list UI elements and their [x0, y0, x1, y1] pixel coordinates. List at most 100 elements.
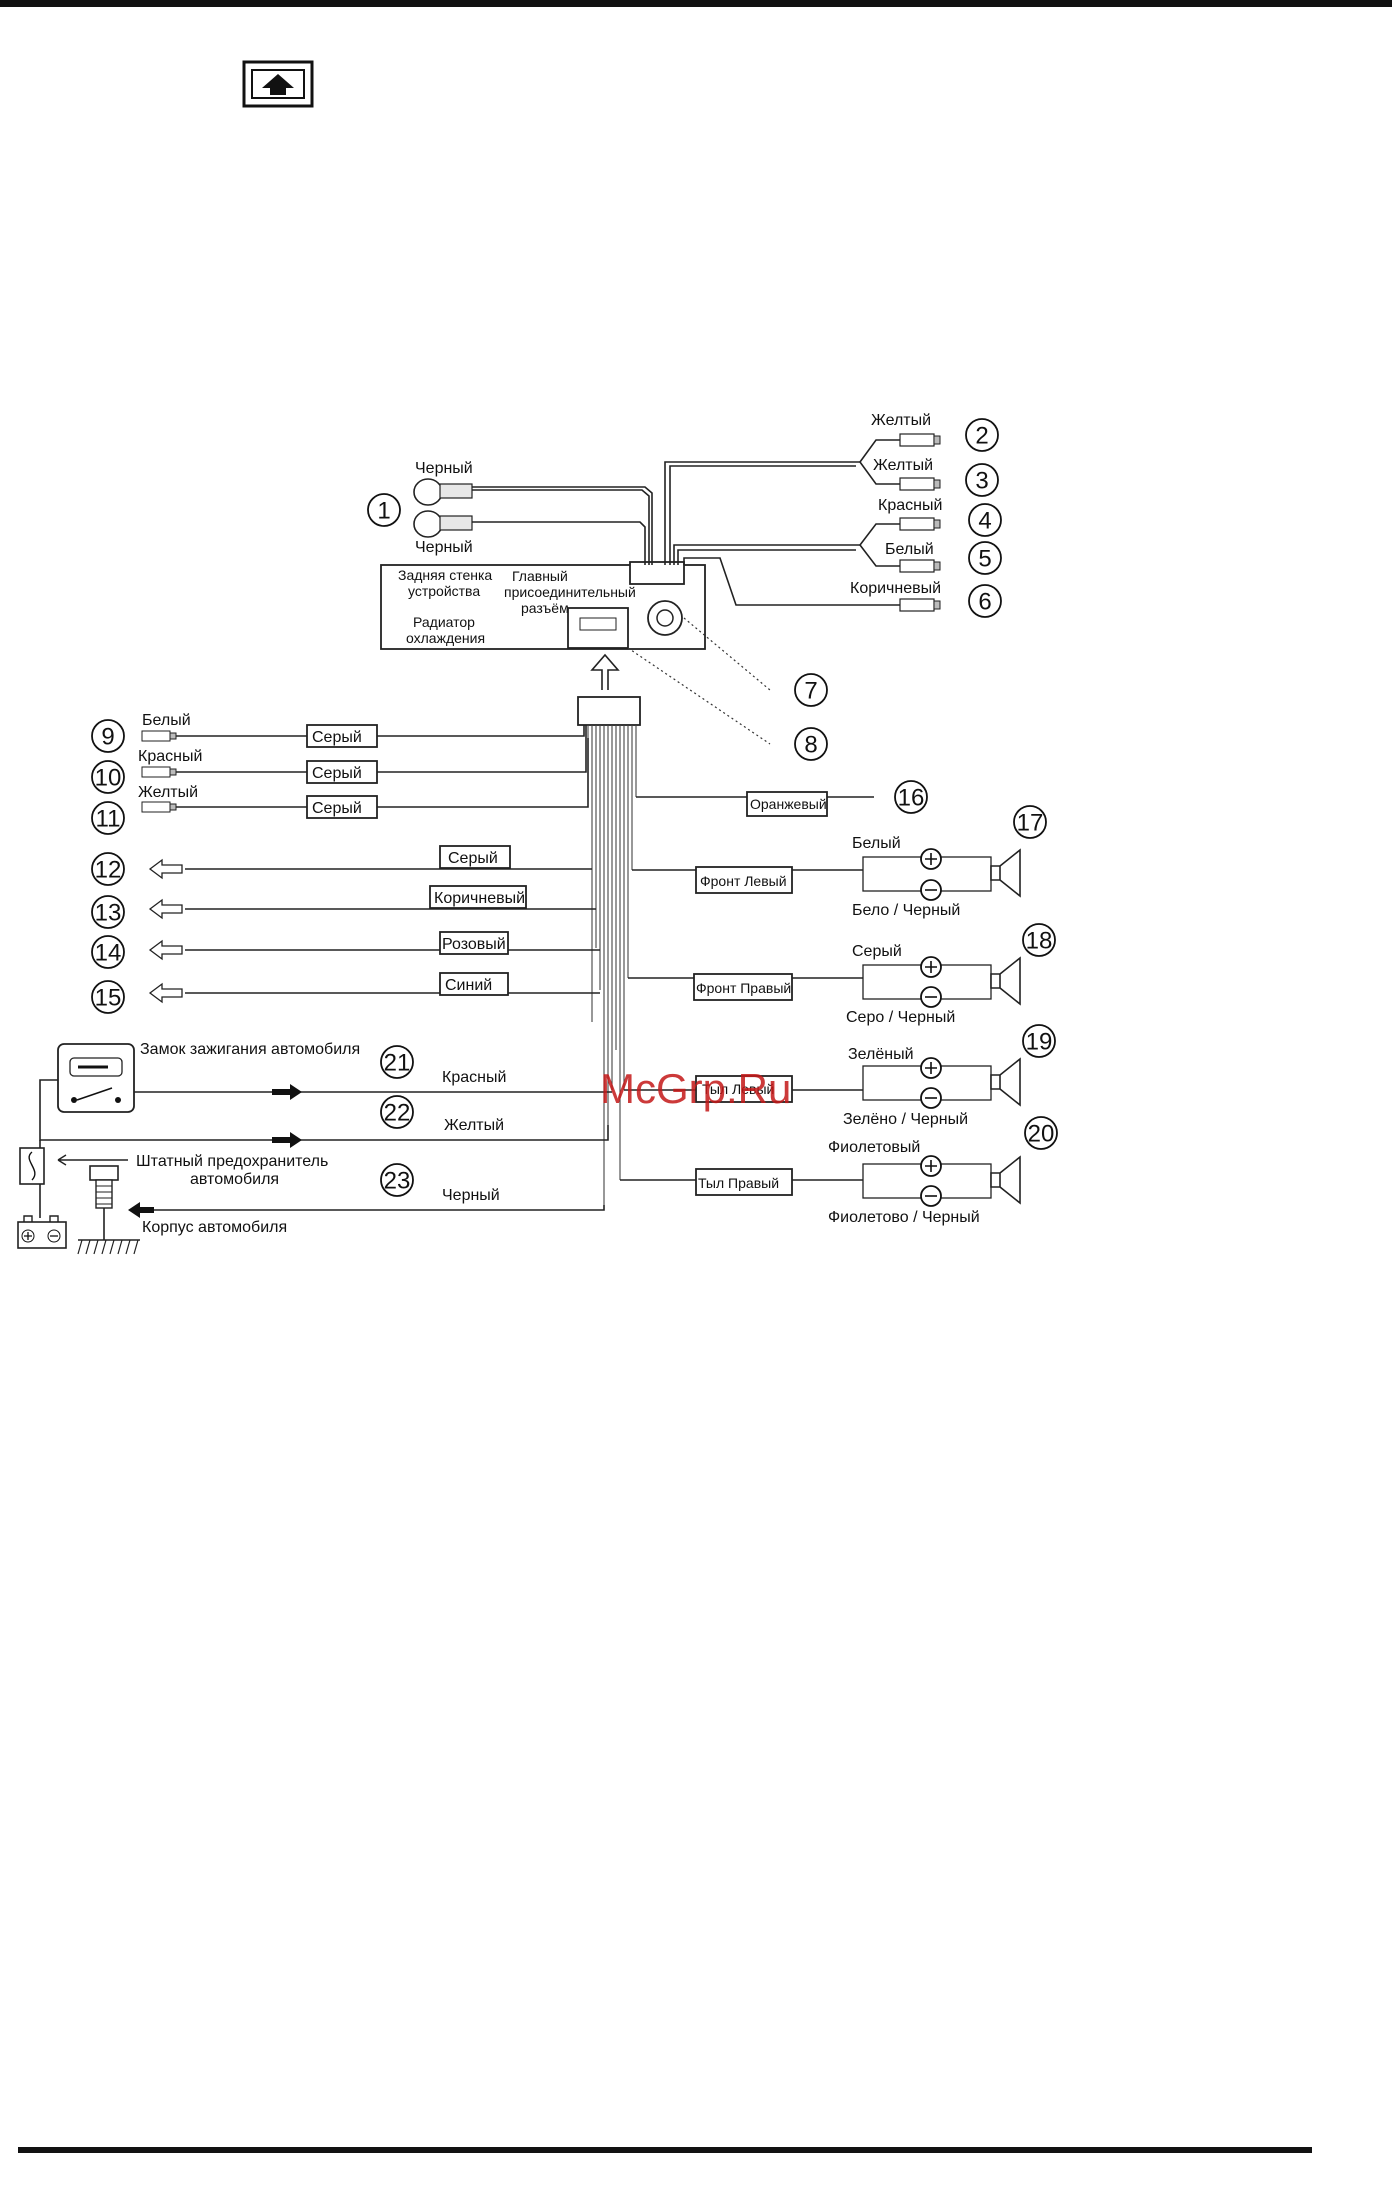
heatsink-label-1: Радиатор	[413, 614, 475, 630]
c6-label: Коричневый	[850, 580, 941, 597]
speaker-fl-minus: Бело / Черный	[852, 902, 960, 919]
svg-text:16: 16	[898, 785, 925, 812]
speaker-wires	[620, 866, 863, 1196]
c4-label: Красный	[878, 497, 942, 514]
svg-text:19: 19	[1026, 1029, 1053, 1056]
sub-cables	[472, 439, 900, 606]
speaker-fr-label: Фронт Правый	[696, 980, 791, 996]
svg-text:5: 5	[978, 546, 991, 573]
callout-6	[968, 584, 1002, 618]
rca-input-9-color: Белый	[142, 712, 191, 729]
speaker-fr-minus: Серо / Черный	[846, 1009, 955, 1026]
callout-14	[91, 935, 125, 969]
main-connector-label-2: присоединительный	[504, 584, 636, 600]
heatsink-label-2: охлаждения	[406, 630, 485, 646]
output-12-label: Серый	[448, 850, 498, 867]
speaker-fl-label: Фронт Левый	[700, 873, 787, 889]
svg-text:15: 15	[95, 985, 122, 1012]
fuse-symbol	[19, 1147, 128, 1185]
callout-23	[380, 1163, 414, 1197]
svg-text:8: 8	[804, 732, 817, 759]
harness-bundle	[587, 725, 637, 1205]
c3-label: Желтый	[873, 457, 933, 474]
rca-input-10-wire: Серый	[312, 765, 362, 782]
callout-17	[1013, 805, 1047, 839]
svg-text:4: 4	[978, 508, 991, 535]
callout-13	[91, 895, 125, 929]
speaker-fl-plus: Белый	[852, 835, 901, 852]
orange-wire-label: Оранжевый	[750, 796, 827, 812]
speaker-rl	[862, 1057, 1021, 1109]
rear-panel-label-1: Задняя стенка	[398, 567, 492, 583]
callout-7	[794, 673, 828, 707]
callout-11	[91, 801, 125, 835]
connector-1-bottom	[413, 510, 473, 538]
svg-text:23: 23	[384, 1168, 411, 1195]
c1-bottom-label: Черный	[415, 539, 473, 556]
callout-19	[1022, 1024, 1056, 1058]
callout-2	[965, 418, 999, 452]
power-red-label: Красный	[442, 1069, 506, 1086]
orange-wire-box	[746, 791, 828, 817]
output-15-label: Синий	[445, 977, 492, 994]
callout-1	[367, 493, 401, 527]
output-13-label: Коричневый	[434, 890, 525, 907]
speaker-rr-minus: Фиолетово / Черный	[828, 1209, 980, 1226]
svg-text:3: 3	[975, 468, 988, 495]
harness-connector	[577, 696, 641, 726]
battery-symbol	[17, 1215, 67, 1249]
up-arrow-icon[interactable]	[242, 60, 314, 108]
svg-text:21: 21	[384, 1050, 411, 1077]
svg-text:20: 20	[1028, 1121, 1055, 1148]
bottom-rule	[18, 2147, 1312, 2153]
callout-21	[380, 1045, 414, 1079]
svg-text:2: 2	[975, 423, 988, 450]
callout-10	[91, 760, 125, 794]
output-14-label: Розовый	[442, 936, 506, 953]
speaker-rl-minus: Зелёно / Черный	[843, 1111, 968, 1128]
ignition-switch	[57, 1043, 135, 1113]
callout-12	[91, 852, 125, 886]
power-black-label: Черный	[442, 1187, 500, 1204]
c1-top-label: Черный	[415, 460, 473, 477]
callout-22	[380, 1095, 414, 1129]
svg-text:7: 7	[804, 678, 817, 705]
speaker-fl	[862, 848, 1021, 901]
main-connector-label-3: разъём	[521, 600, 569, 616]
rca-input-9-wire: Серый	[312, 729, 362, 746]
ground-bolt	[77, 1165, 140, 1255]
ground-label: Корпус автомобиля	[142, 1219, 287, 1236]
callout-4	[968, 503, 1002, 537]
callout-numbers: 1 2 3 4 5 6 7 8 9 10 11 12 13 14 15 16 1…	[91, 418, 1058, 1197]
callout-8	[794, 727, 828, 761]
rca-input-11-color: Желтый	[138, 784, 198, 801]
main-connector-label-1: Главный	[512, 568, 568, 584]
top-rule	[0, 0, 1392, 7]
callout-3	[965, 463, 999, 497]
svg-text:13: 13	[95, 900, 122, 927]
ignition-label: Замок зажигания автомобиля	[140, 1041, 360, 1058]
speaker-rr-plus: Фиолетовый	[828, 1139, 920, 1156]
speaker-fr	[862, 956, 1021, 1008]
output-wires	[148, 845, 600, 1004]
callout-15	[91, 980, 125, 1014]
rca-inputs	[141, 724, 589, 819]
fuse-label-1: Штатный предохранитель	[136, 1153, 328, 1170]
svg-text:17: 17	[1017, 810, 1044, 837]
speaker-rr	[862, 1155, 1021, 1207]
antenna-tab	[629, 561, 685, 585]
connector-1-top	[413, 478, 473, 506]
c5-label: Белый	[885, 541, 934, 558]
svg-text:10: 10	[95, 765, 122, 792]
watermark: McGrp.Ru	[600, 1065, 791, 1112]
rca-input-11-wire: Серый	[312, 800, 362, 817]
power-yellow-label: Желтый	[444, 1117, 504, 1134]
callout-5	[968, 541, 1002, 575]
callout-18	[1022, 923, 1056, 957]
rca-jacks-top	[899, 433, 941, 612]
speaker-fr-plus: Серый	[852, 943, 902, 960]
rear-panel-label-2: устройства	[408, 583, 480, 599]
rca-input-10-color: Красный	[138, 748, 202, 765]
svg-text:12: 12	[95, 857, 122, 884]
